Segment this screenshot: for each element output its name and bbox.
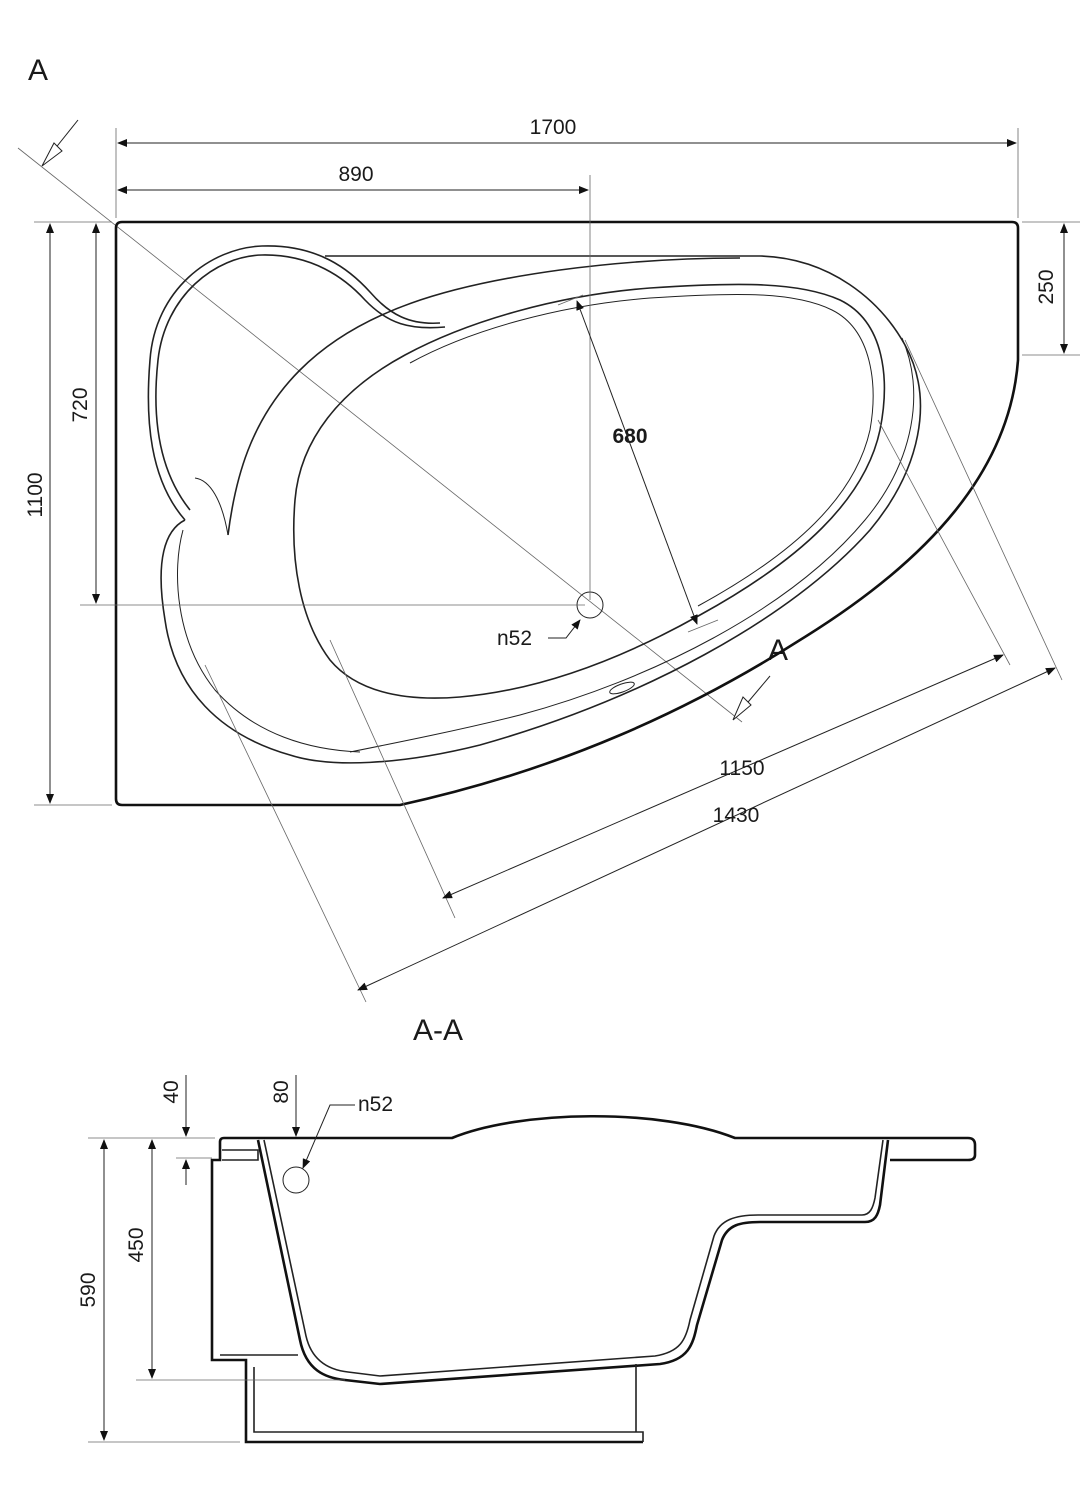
drain-leader: [548, 619, 581, 639]
section-rim-top: [218, 1114, 977, 1162]
section-arrow-bottom: [732, 675, 771, 721]
section-overflow-leader: [302, 1104, 355, 1169]
section-line: [17, 147, 743, 723]
armrest-sweep-inner: [194, 477, 229, 536]
section-basin-outer: [256, 1139, 890, 1386]
dim-inner-depth: 680: [557, 294, 719, 633]
svg-text:1430: 1430: [713, 804, 760, 827]
dim-drain-offset-y: 720: [69, 223, 100, 604]
svg-text:1700: 1700: [530, 116, 577, 139]
section-arrow-top: [41, 119, 79, 167]
section-title: A-A: [413, 1014, 463, 1047]
overflow-slot: [609, 681, 635, 695]
svg-text:1150: 1150: [719, 757, 764, 780]
dim-outer-length: 1430: [204, 339, 1063, 1003]
section-left-skirt: [210, 1150, 643, 1444]
dim-rim-thickness: 40: [160, 1075, 212, 1185]
basin-outline: [292, 283, 886, 699]
drain-label: n52: [497, 627, 532, 650]
dim-inner-height: 450: [125, 1139, 345, 1381]
dim-drain-offset-x: 890: [117, 163, 589, 194]
dim-overall-width: 1100: [24, 221, 112, 806]
plan-view: A A n52: [17, 54, 1080, 1003]
section-overflow-label: n52: [358, 1093, 393, 1116]
dim-overall-length: 1700: [115, 116, 1019, 218]
svg-text:590: 590: [77, 1272, 100, 1307]
headrest-lobe: [147, 245, 441, 521]
svg-text:1100: 1100: [24, 472, 47, 517]
section-view: A-A n52 590 450: [77, 1014, 977, 1444]
svg-text:890: 890: [338, 163, 373, 186]
svg-text:680: 680: [612, 425, 647, 448]
svg-text:250: 250: [1035, 269, 1058, 304]
svg-text:40: 40: [160, 1080, 183, 1103]
svg-text:450: 450: [125, 1227, 148, 1262]
section-marker-top: A: [28, 54, 48, 87]
rim-inner-outline: [160, 255, 922, 764]
section-overflow-circle: [282, 1166, 310, 1194]
basin-outline-inner: [409, 293, 874, 607]
dim-overall-height: 590: [77, 1137, 240, 1443]
dim-overflow-depth: 80: [270, 1075, 300, 1137]
armrest-sweep: [227, 257, 741, 536]
dim-inner-length: 1150: [329, 419, 1011, 919]
svg-text:720: 720: [69, 387, 92, 422]
rim-lower-line: [177, 529, 361, 753]
dim-right-end-depth: 250: [1022, 221, 1080, 356]
section-basin-inner: [263, 1139, 884, 1377]
svg-text:80: 80: [270, 1080, 293, 1103]
headrest-lobe-inner: [155, 254, 446, 511]
section-support: [253, 1364, 644, 1442]
section-left-skirt-inner: [222, 1149, 259, 1161]
